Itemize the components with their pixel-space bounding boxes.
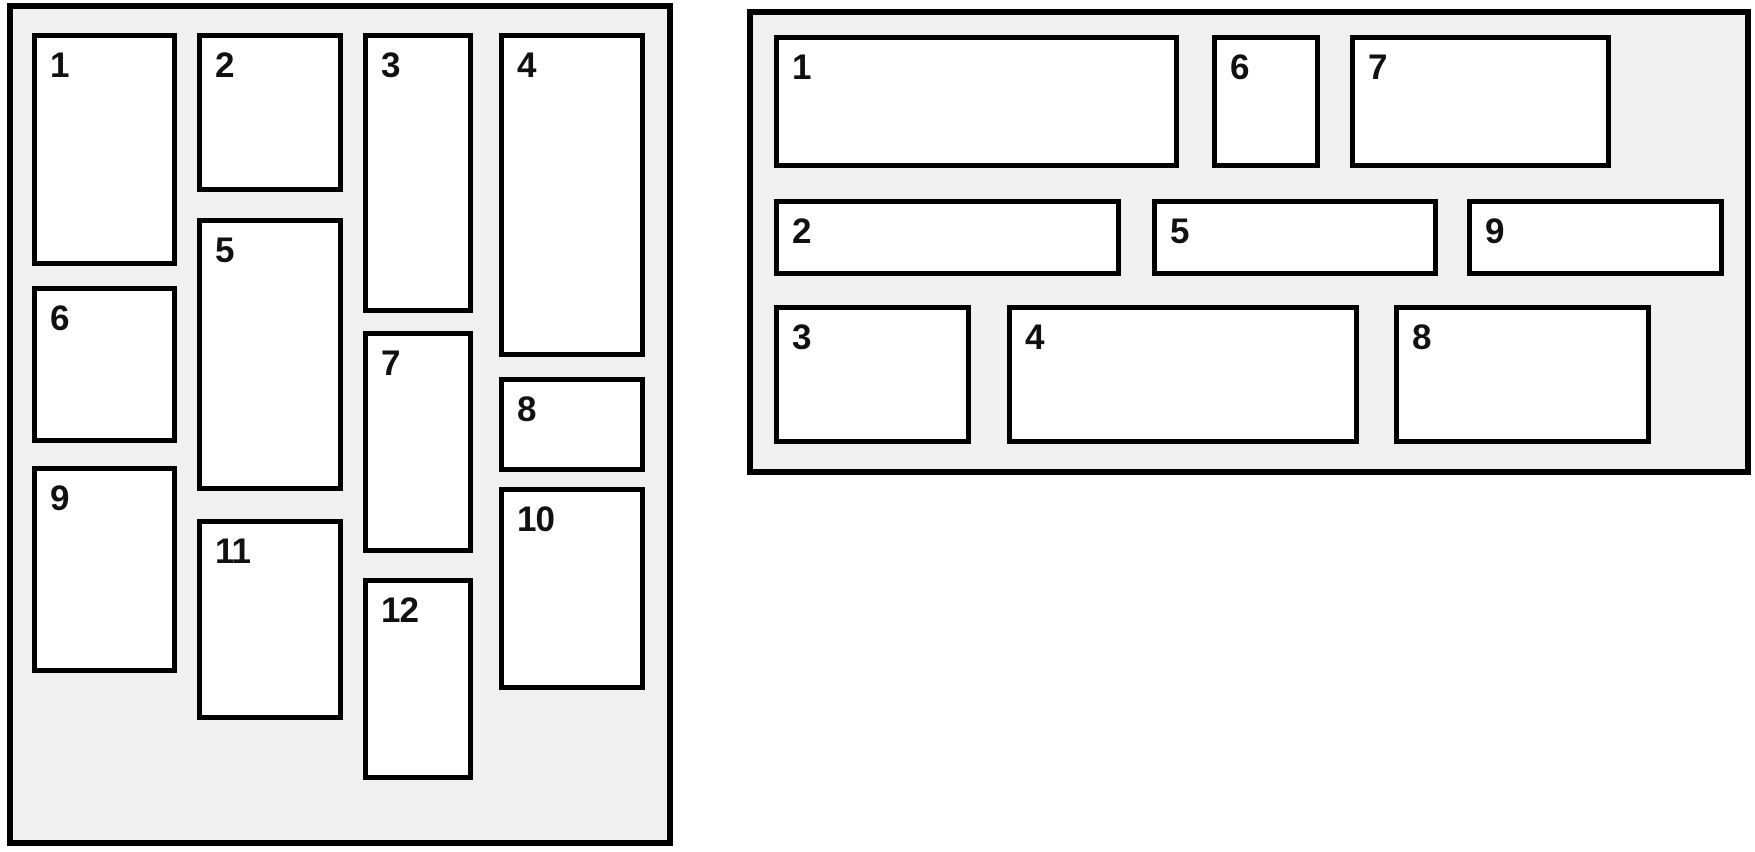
card-label: 10 — [517, 500, 555, 539]
masonry-card: 7 — [363, 331, 473, 553]
masonry-card: 1 — [774, 35, 1179, 168]
masonry-card: 8 — [499, 377, 645, 472]
card-label: 4 — [1025, 318, 1044, 357]
masonry-card: 3 — [363, 33, 473, 313]
masonry-card: 5 — [197, 218, 343, 491]
card-label: 9 — [1485, 212, 1504, 251]
masonry-card: 4 — [499, 33, 645, 357]
card-label: 3 — [792, 318, 811, 357]
masonry-card: 2 — [774, 199, 1121, 276]
masonry-card: 1 — [32, 33, 177, 266]
card-label: 4 — [517, 46, 536, 85]
card-label: 11 — [215, 532, 251, 571]
card-label: 1 — [792, 48, 811, 87]
masonry-card: 9 — [1467, 199, 1724, 276]
masonry-card: 8 — [1394, 305, 1651, 444]
masonry-card: 2 — [197, 33, 343, 192]
masonry-card: 10 — [499, 487, 645, 690]
vertical-masonry-panel: 1 2 3 4 5 6 7 8 9 10 11 12 — [7, 3, 673, 846]
horizontal-masonry-panel: 1 6 7 2 5 9 3 4 8 — [747, 9, 1751, 475]
card-label: 5 — [215, 231, 234, 270]
card-label: 7 — [381, 344, 400, 383]
card-label: 7 — [1368, 48, 1387, 87]
card-label: 9 — [50, 479, 69, 518]
card-label: 3 — [381, 46, 400, 85]
masonry-card: 4 — [1007, 305, 1359, 444]
card-label: 6 — [50, 299, 69, 338]
masonry-card: 7 — [1350, 35, 1611, 168]
card-label: 6 — [1230, 48, 1249, 87]
card-label: 1 — [50, 46, 69, 85]
masonry-card: 11 — [197, 519, 343, 720]
masonry-card: 3 — [774, 305, 971, 444]
masonry-card: 6 — [1212, 35, 1320, 168]
card-label: 12 — [381, 591, 419, 630]
card-label: 8 — [517, 390, 536, 429]
masonry-card: 6 — [32, 286, 177, 443]
card-label: 2 — [792, 212, 811, 251]
card-label: 5 — [1170, 212, 1189, 251]
masonry-card: 12 — [363, 578, 473, 780]
masonry-card: 5 — [1152, 199, 1438, 276]
card-label: 8 — [1412, 318, 1431, 357]
masonry-card: 9 — [32, 466, 177, 673]
card-label: 2 — [215, 46, 234, 85]
